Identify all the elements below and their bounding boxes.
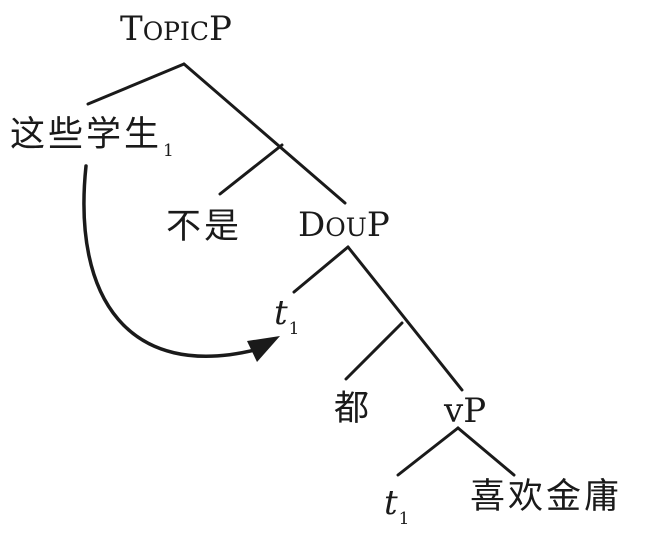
node-trace-upper: t1 [274,293,300,339]
movement-arrow-curve [82,164,257,359]
branch-vp-complement [456,426,516,477]
branch-vp-trace [396,426,460,477]
branch-doup-vp [346,245,464,392]
branch-intermediate-dou [344,321,404,381]
branch-intermediate-neg [218,143,284,196]
branch-doup-trace [292,245,350,294]
node-doup: DOUP [298,205,390,245]
node-topic-np: 这些学生1 [10,115,177,161]
node-topicp: TOPICP [120,9,232,49]
node-negation: 不是 [166,207,243,247]
node-vp: vP [444,391,487,431]
branch-topicp-topic [86,62,186,106]
node-dou-head: 都 [334,389,373,429]
movement-arrowhead [247,336,280,362]
node-trace-lower: t1 [384,483,410,529]
branch-topicp-doup [182,62,347,205]
node-vp-complement: 喜欢金庸 [470,477,623,517]
